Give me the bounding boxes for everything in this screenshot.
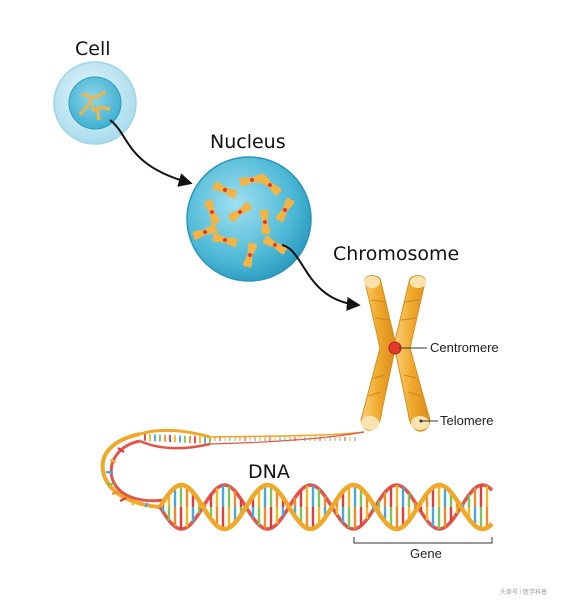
cell-to-nucleus-arrow	[109, 119, 193, 187]
nucleus-to-chromosome-arrow	[281, 244, 361, 311]
chromosome-illustration	[360, 275, 431, 432]
base-pair	[131, 500, 137, 506]
base-pair	[119, 497, 127, 502]
dna-label: DNA	[248, 461, 290, 483]
dna-backbone-strand	[158, 482, 494, 532]
watermark: 头条号 / 医学科普	[500, 588, 547, 596]
cell-illustration	[53, 61, 137, 145]
telomere-label: Telomere	[440, 413, 493, 428]
centromere-label: Centromere	[430, 340, 499, 355]
nucleus-label: Nucleus	[210, 131, 286, 153]
base-pair	[144, 502, 149, 508]
base-pair	[109, 458, 117, 464]
base-pair	[111, 490, 119, 496]
gene-bracket	[353, 537, 493, 544]
chromosome-label: Chromosome	[333, 243, 459, 265]
base-pair	[117, 447, 125, 453]
gene-label: Gene	[410, 546, 442, 561]
cell-label: Cell	[75, 38, 111, 60]
base-pair	[105, 470, 114, 475]
nucleus-illustration	[186, 156, 312, 282]
dna-helix	[100, 428, 494, 532]
telomere-marker	[419, 419, 423, 423]
